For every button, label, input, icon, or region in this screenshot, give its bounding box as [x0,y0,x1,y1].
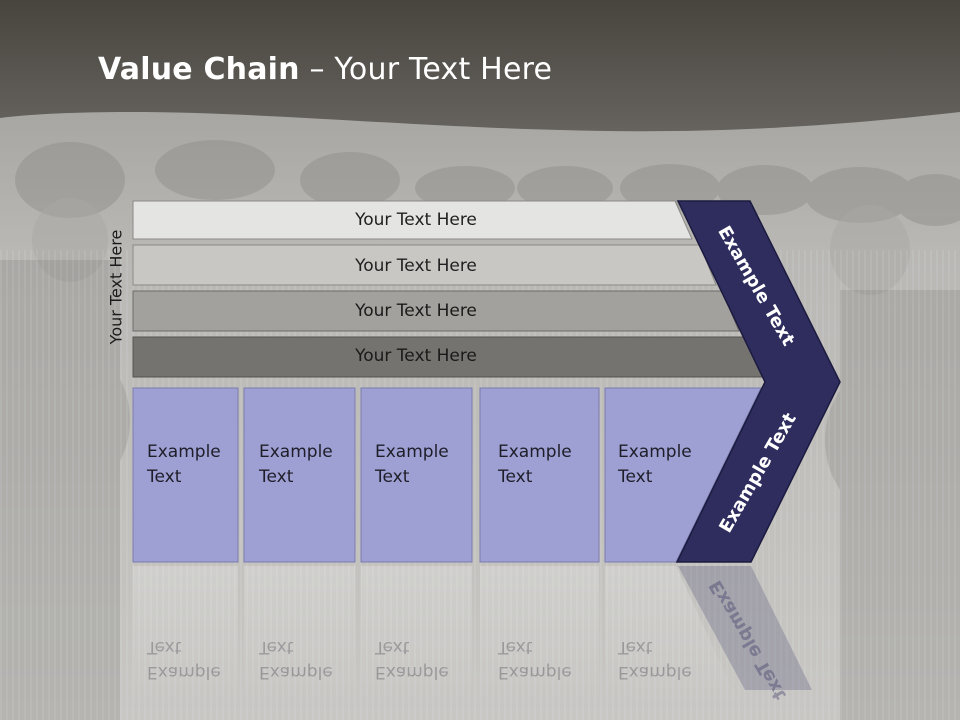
margin-chevron[interactable] [675,200,841,563]
title-bold: Value Chain [98,52,300,87]
page-title: Value Chain – Your Text Here [98,52,552,87]
cell-label-4: Example Text [498,442,572,487]
activity-cell-3[interactable] [360,387,473,563]
side-label: Your Text Here [106,229,126,345]
cell-label-3: Example Text [375,442,449,487]
row-label-2: Your Text Here [355,256,477,276]
cell-reflection-5: Example Text [618,637,692,682]
support-bar-1[interactable] [132,200,693,240]
activity-cell-5[interactable] [604,387,762,563]
cell-reflection-3: Example Text [375,637,449,682]
support-bar-2[interactable] [132,244,717,286]
activity-cell-2[interactable] [243,387,356,563]
cell-reflection-2: Example Text [259,637,333,682]
activity-cell-1[interactable] [132,387,239,563]
cell-reflection-1: Example Text [147,637,221,682]
row-label-4: Your Text Here [355,346,477,366]
row-label-1: Your Text Here [355,210,477,230]
row-label-3: Your Text Here [355,301,477,321]
activity-cell-4[interactable] [479,387,600,563]
cell-label-5: Example Text [618,442,692,487]
title-rest: – Your Text Here [299,52,553,87]
support-bar-3[interactable] [132,290,740,332]
cell-label-2: Example Text [259,442,333,487]
cell-label-1: Example Text [147,442,221,487]
cell-reflection-4: Example Text [498,637,572,682]
